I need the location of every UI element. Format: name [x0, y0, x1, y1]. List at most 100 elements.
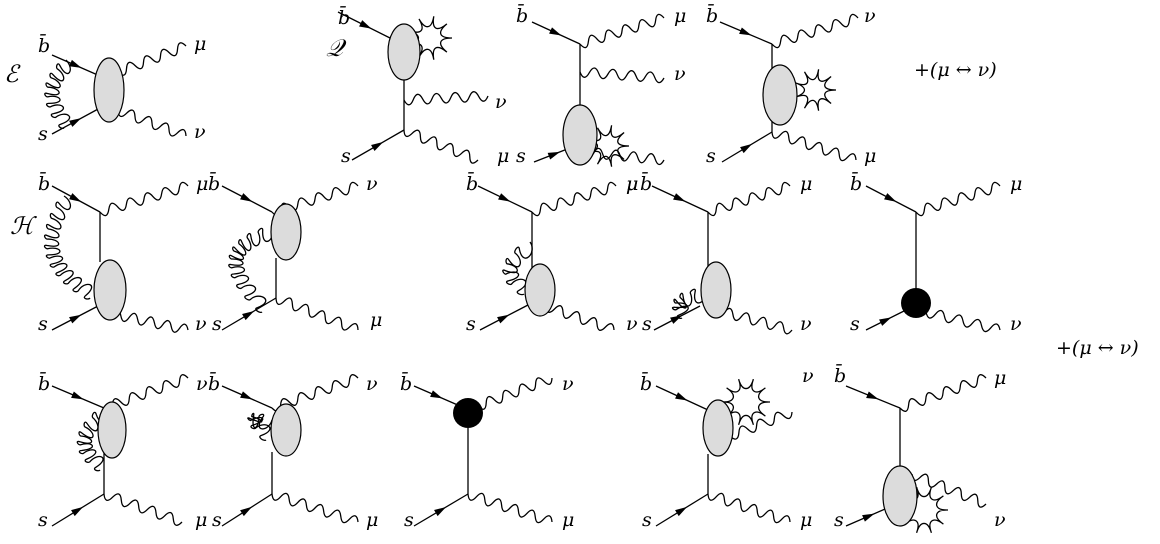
nu-label: ν — [626, 313, 638, 335]
photon-line — [275, 297, 359, 331]
s-quark-label: s — [404, 509, 414, 531]
gluon-loop — [588, 125, 630, 167]
fermion-arrow — [675, 506, 688, 517]
photon-line — [403, 91, 489, 106]
nonlocal-blob — [762, 64, 798, 126]
tiny-nu-label: ν — [195, 313, 207, 335]
fermion-arrow — [371, 142, 384, 152]
s-quark-label: s — [834, 509, 844, 531]
nonlocal-blob — [524, 263, 556, 317]
class-label-Q: 𝒬 — [326, 34, 347, 62]
photon-line — [467, 492, 553, 524]
swap-note-row1: +(μ ↔ ν) — [914, 59, 997, 81]
fermion-arrow — [498, 193, 511, 202]
photon-line — [707, 492, 791, 524]
photon-line — [579, 67, 665, 84]
b-bar-label: b̄ — [208, 371, 220, 395]
b-bar-label: b̄ — [466, 171, 478, 195]
nu-label: ν — [674, 63, 686, 85]
b-bar-label: b̄ — [640, 171, 652, 195]
photon-line — [103, 493, 183, 526]
gluon-line — [502, 241, 533, 296]
s-quark-label: s — [38, 509, 48, 531]
photon-line — [729, 411, 793, 440]
nonlocal-blob — [93, 259, 127, 321]
photon-line — [271, 492, 359, 524]
mu-label: μ — [195, 509, 207, 531]
fermion-arrow — [675, 392, 688, 401]
fermion-arrow — [69, 59, 82, 68]
s-quark-label: s — [706, 145, 716, 167]
gluon-loop — [795, 69, 837, 111]
fermion-arrow — [739, 27, 752, 36]
fermion-arrow — [434, 506, 447, 517]
nonlocal-blob — [93, 57, 125, 123]
b-bar-label: b̄ — [516, 3, 528, 27]
fermion-arrow — [240, 391, 253, 400]
fermion-arrow — [359, 20, 372, 29]
mu-label: μ — [497, 145, 509, 167]
nonlocal-blob — [97, 401, 127, 459]
nonlocal-blob — [700, 261, 732, 319]
photon-line — [117, 109, 187, 137]
nu-label: ν — [994, 509, 1006, 531]
photon-line — [403, 129, 479, 164]
mu-label: μ — [994, 367, 1006, 389]
b-bar-label: b̄ — [834, 363, 846, 387]
mu-label: μ — [674, 5, 686, 27]
fermion-arrow — [497, 314, 510, 324]
nu-label: ν — [495, 91, 507, 113]
photon-line — [99, 181, 189, 217]
photon-line — [271, 374, 359, 412]
photon-line — [925, 309, 1001, 333]
b-bar-label: b̄ — [338, 5, 350, 29]
gluon-line — [76, 407, 108, 472]
b-bar-label: b̄ — [208, 171, 220, 195]
s-quark-label: s — [516, 145, 526, 167]
fermion-arrow — [547, 151, 561, 160]
s-quark-label: s — [850, 313, 860, 335]
s-quark-label: s — [466, 313, 476, 335]
swap-note-row2: +(μ ↔ ν) — [1056, 337, 1139, 359]
gluon-line — [44, 59, 71, 129]
nu-label: ν — [366, 173, 378, 195]
mu-label: μ — [626, 173, 638, 195]
nu-label: ν — [196, 373, 208, 395]
fermion-arrow — [71, 391, 84, 400]
class-label-H: ℋ — [10, 212, 37, 240]
b-bar-label: b̄ — [850, 171, 862, 195]
s-quark-label: s — [38, 123, 48, 145]
mu-label: μ — [194, 33, 206, 55]
b-bar-label: b̄ — [38, 33, 50, 57]
fermion-arrow — [670, 315, 683, 324]
b-bar-label: b̄ — [400, 371, 412, 395]
nu-label: ν — [802, 365, 814, 387]
nonlocal-blob — [702, 399, 734, 457]
fermion-arrow — [69, 314, 82, 324]
photon-line — [477, 377, 553, 410]
nonlocal-blob — [270, 403, 302, 457]
fermion-arrow — [879, 317, 892, 326]
nu-label: ν — [1010, 313, 1022, 335]
s-quark-label: s — [38, 313, 48, 335]
mu-label: μ — [800, 509, 812, 531]
b-bar-label: b̄ — [706, 3, 718, 27]
photon-line — [707, 181, 791, 217]
photon-line — [117, 42, 187, 76]
fermion-arrow — [740, 143, 753, 154]
mu-label: μ — [366, 509, 378, 531]
fermion-arrow — [240, 193, 253, 202]
photon-line — [771, 130, 857, 162]
nonlocal-blob — [882, 465, 918, 527]
mu-label: μ — [196, 173, 208, 195]
fermion-arrow — [240, 506, 253, 517]
fermion-arrow — [430, 390, 443, 399]
photon-line — [715, 307, 793, 335]
photon-line — [584, 147, 665, 166]
mu-label: μ — [800, 173, 812, 195]
mu-label: μ — [370, 309, 382, 331]
fermion-arrow — [69, 193, 82, 202]
fermion-arrow — [549, 27, 562, 36]
